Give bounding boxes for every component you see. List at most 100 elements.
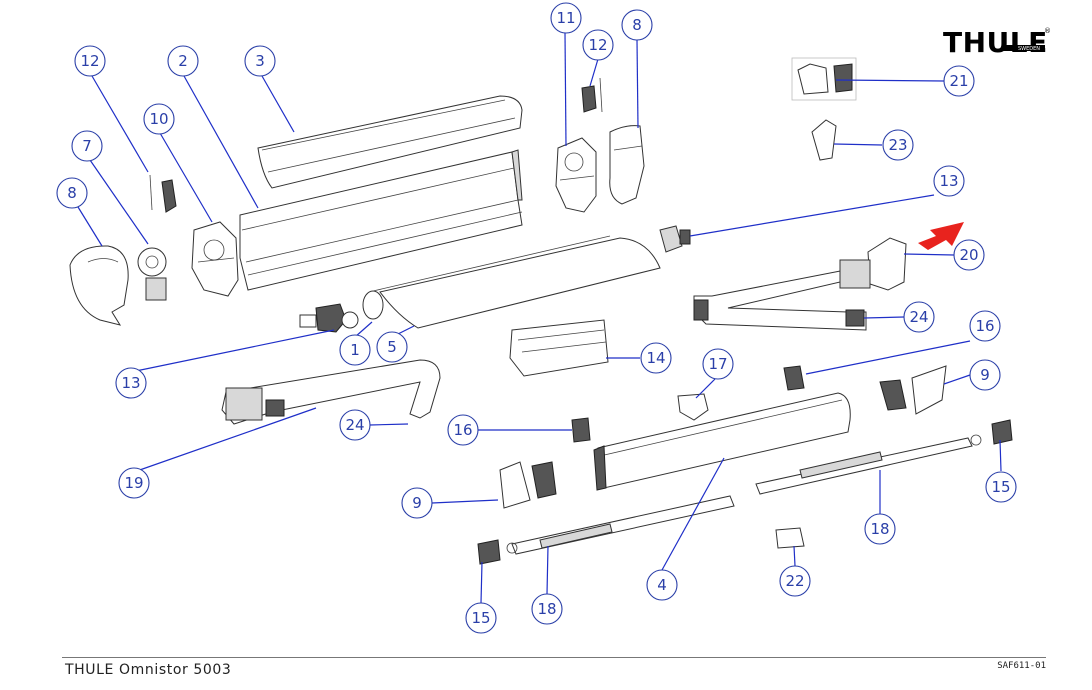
svg-text:18: 18 (537, 600, 556, 618)
callout-12-right: 12 (582, 29, 614, 61)
logo-text: THULE (943, 26, 1048, 59)
callout-22: 22 (779, 565, 811, 597)
part-18-right-leg (755, 434, 982, 495)
part-9-left-cover (499, 461, 557, 509)
part-12-left-spring-part (149, 174, 177, 213)
part-16-left-clip (571, 417, 591, 443)
part-19-left-arm (221, 359, 441, 425)
callout-1: 1 (339, 334, 371, 366)
part-13-right-end-plug (659, 225, 691, 253)
svg-text:8: 8 (632, 16, 642, 34)
part-15-right-foot (991, 419, 1013, 445)
part-18-left-leg (506, 495, 735, 555)
svg-text:14: 14 (646, 349, 665, 367)
part-24-right-arm (693, 259, 871, 331)
footer-divider (62, 657, 1046, 658)
callout-4: 4 (646, 569, 678, 601)
part-21-bracket-set (791, 57, 857, 101)
logo-subtext: SWEDEN (1018, 46, 1040, 52)
thule-logo: THULE ® SWEDEN (943, 26, 1051, 59)
svg-text:1: 1 (350, 341, 360, 359)
highlight-arrow (918, 222, 964, 250)
svg-text:10: 10 (149, 110, 168, 128)
svg-text:8: 8 (67, 184, 77, 202)
svg-text:17: 17 (708, 355, 727, 373)
callout-24-left: 24 (339, 409, 371, 441)
callout-19: 19 (118, 467, 150, 499)
svg-text:3: 3 (255, 52, 265, 70)
svg-text:18: 18 (870, 520, 889, 538)
logo-registered-mark: ® (1044, 27, 1051, 35)
part-10-left-housing (191, 221, 239, 297)
callout-16-left: 16 (447, 414, 479, 446)
part-11-right-housing (555, 137, 597, 213)
callout-13-right: 13 (933, 165, 965, 197)
svg-text:21: 21 (949, 72, 968, 90)
part-13-left-end-plug (299, 303, 359, 333)
part-7-gear-unit (137, 247, 167, 301)
callout-17: 17 (702, 348, 734, 380)
callout-5: 5 (376, 331, 408, 363)
callout-10: 10 (143, 103, 175, 135)
callout-15-left: 15 (465, 602, 497, 634)
callout-9-right: 9 (969, 359, 1001, 391)
svg-text:20: 20 (959, 246, 978, 264)
callout-12-left: 12 (74, 45, 106, 77)
svg-text:15: 15 (991, 478, 1010, 496)
part-8-left-end-cap (69, 245, 129, 326)
part-15-left-foot (477, 539, 501, 565)
callout-9-left: 9 (401, 487, 433, 519)
callout-23: 23 (882, 129, 914, 161)
svg-text:22: 22 (785, 572, 804, 590)
part-9-right-cover (879, 365, 947, 415)
callout-18-left: 18 (531, 593, 563, 625)
svg-text:15: 15 (471, 609, 490, 627)
part-23-clip (811, 119, 837, 161)
svg-text:9: 9 (412, 494, 422, 512)
footer-title: THULE Omnistor 5003 (65, 662, 232, 678)
part-5-fabric (362, 235, 661, 329)
part-12-right-spring-part (581, 77, 603, 113)
part-14-mounting-rail (509, 319, 609, 377)
callout-16-right: 16 (969, 310, 1001, 342)
callout-24-right: 24 (903, 301, 935, 333)
svg-text:19: 19 (124, 474, 143, 492)
svg-text:24: 24 (345, 416, 364, 434)
callout-8-left: 8 (56, 177, 88, 209)
part-2-main-profile (239, 149, 523, 291)
callout-20: 20 (953, 239, 985, 271)
callout-15-right: 15 (985, 471, 1017, 503)
svg-text:16: 16 (453, 421, 472, 439)
svg-text:13: 13 (121, 374, 140, 392)
part-16-right-clip (783, 365, 805, 391)
svg-text:7: 7 (82, 137, 92, 155)
part-20-arm-head (867, 237, 907, 291)
svg-text:11: 11 (556, 9, 575, 27)
svg-text:24: 24 (909, 308, 928, 326)
callout-14: 14 (640, 342, 672, 374)
callout-2: 2 (167, 45, 199, 77)
callout-21: 21 (943, 65, 975, 97)
callout-11: 11 (550, 2, 582, 34)
logo-sub-bar (1003, 45, 1045, 51)
svg-text:16: 16 (975, 317, 994, 335)
svg-text:12: 12 (80, 52, 99, 70)
svg-text:9: 9 (980, 366, 990, 384)
part-8-right-end-cap (609, 125, 645, 205)
callout-7: 7 (71, 130, 103, 162)
callout-13-left: 13 (115, 367, 147, 399)
svg-text:23: 23 (888, 136, 907, 154)
callout-8-right: 8 (621, 9, 653, 41)
svg-text:13: 13 (939, 172, 958, 190)
part-4-front-bar (593, 392, 851, 491)
svg-text:4: 4 (657, 576, 667, 594)
part-22-bracket (775, 527, 805, 549)
footer-code: SAF611-01 (997, 661, 1046, 671)
callout-3: 3 (244, 45, 276, 77)
svg-text:5: 5 (387, 338, 397, 356)
svg-text:2: 2 (178, 52, 188, 70)
part-3-cover-strip (257, 95, 523, 189)
svg-text:12: 12 (588, 36, 607, 54)
callout-18-right: 18 (864, 513, 896, 545)
